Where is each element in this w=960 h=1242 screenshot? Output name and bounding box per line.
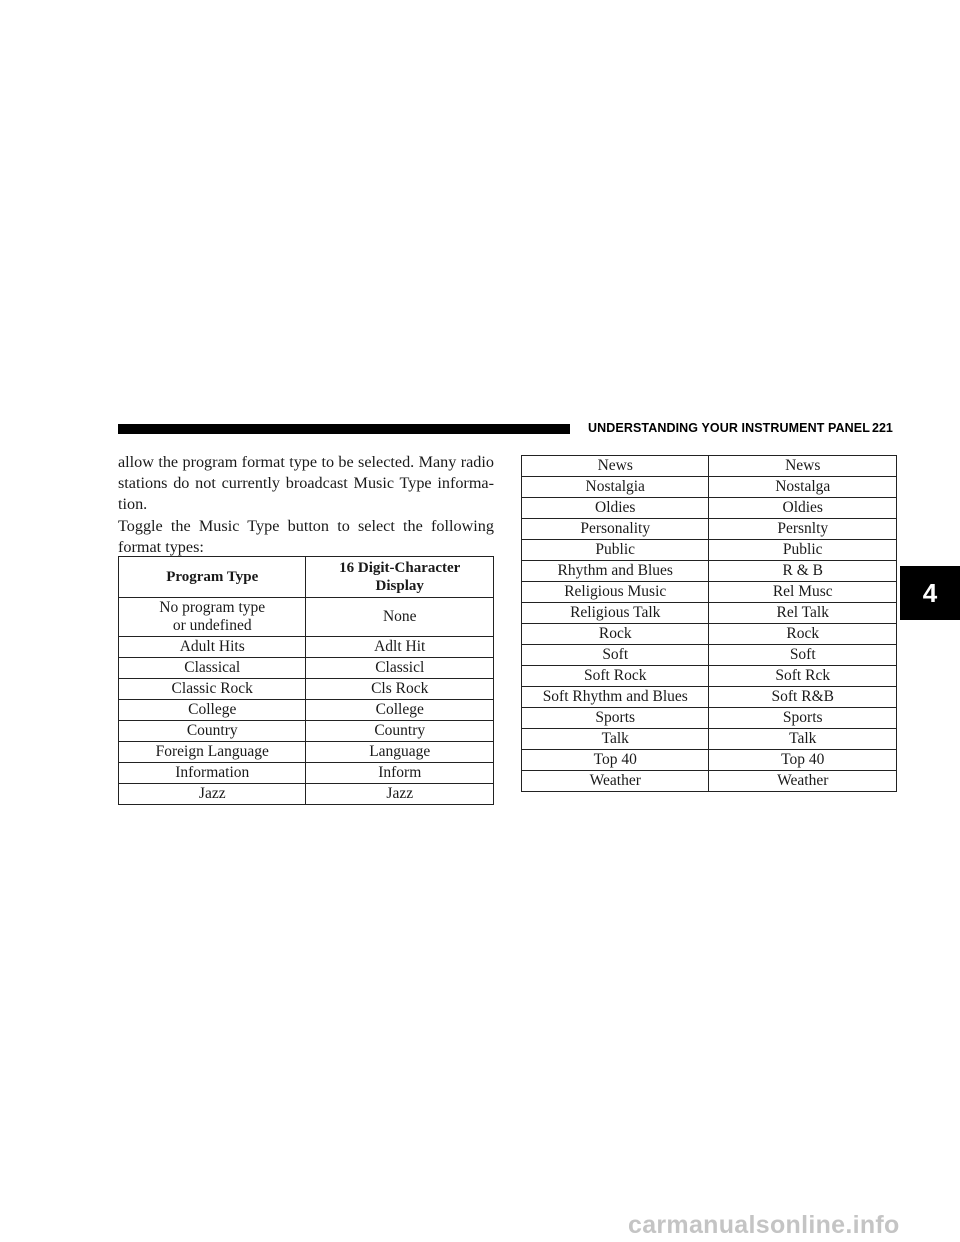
column-header-program-type: Program Type (117, 556, 307, 598)
display-text-cell: Soft R&B (708, 686, 897, 708)
display-text-cell: Talk (708, 728, 897, 750)
program-type-cell: College (117, 699, 307, 721)
program-type-cell: Oldies (520, 497, 710, 519)
display-text-cell: Adlt Hit (305, 636, 494, 658)
program-type-cell: Rock (520, 623, 710, 645)
display-text-cell: Cls Rock (305, 678, 494, 700)
display-text-cell: Public (708, 539, 897, 561)
text-line: Toggle the Music Type button to select t… (118, 517, 494, 535)
display-text-cell: None (305, 597, 494, 637)
program-type-cell: Nostalgia (520, 476, 710, 498)
program-type-cell: Adult Hits (117, 636, 307, 658)
display-text-cell: Nostalga (708, 476, 897, 498)
display-text-cell: R & B (708, 560, 897, 582)
program-type-cell: Foreign Language (117, 741, 307, 763)
program-type-cell: Soft Rhythm and Blues (520, 686, 710, 708)
program-type-cell: Top 40 (520, 749, 710, 771)
program-type-cell: News (520, 455, 710, 477)
program-type-cell: Rhythm and Blues (520, 560, 710, 582)
display-text-cell: Classicl (305, 657, 494, 679)
display-text-cell: Sports (708, 707, 897, 729)
table-row: No program type or undefined None (117, 597, 494, 637)
display-text-cell: Country (305, 720, 494, 742)
page-number: 221 (872, 421, 893, 435)
display-text-cell: Language (305, 741, 494, 763)
program-type-cell: Soft Rock (520, 665, 710, 687)
program-type-cell: Soft (520, 644, 710, 666)
column-header-display: 16 Digit-Character Display (305, 556, 494, 598)
text-line: tion. (118, 495, 148, 513)
chapter-tab: 4 (900, 566, 960, 620)
display-header-text: 16 Digit-Character Display (339, 560, 461, 594)
display-text-cell: Jazz (305, 783, 494, 805)
program-type-cell: Talk (520, 728, 710, 750)
program-type-cell: Country (117, 720, 307, 742)
display-text-cell: College (305, 699, 494, 721)
display-text-cell: Persnlty (708, 518, 897, 540)
header-rule (118, 424, 570, 434)
display-text-cell: Inform (305, 762, 494, 784)
program-type-cell: Classic Rock (117, 678, 307, 700)
watermark: carmanualsonline.info (628, 1211, 900, 1239)
program-type-cell: Classical (117, 657, 307, 679)
text-line: format types: (118, 538, 204, 556)
display-text-cell: Top 40 (708, 749, 897, 771)
display-text-cell: Oldies (708, 497, 897, 519)
display-text-cell: Rel Talk (708, 602, 897, 624)
display-text-cell: Rock (708, 623, 897, 645)
running-header-title: UNDERSTANDING YOUR INSTRUMENT PANEL (588, 421, 870, 435)
program-type-cell: Sports (520, 707, 710, 729)
program-type-cell: Personality (520, 518, 710, 540)
program-type-cell: Public (520, 539, 710, 561)
intro-paragraph: allow the program format type to be sele… (118, 452, 494, 515)
program-type-text: No program type or undefined (159, 599, 266, 634)
display-text-cell: Soft (708, 644, 897, 666)
display-text-cell: Weather (708, 770, 897, 792)
program-type-table-part-1: Program Type 16 Digit-Character Display … (117, 556, 494, 805)
program-type-cell: Weather (520, 770, 710, 792)
table-header-row: Program Type 16 Digit-Character Display (117, 556, 494, 598)
display-text-cell: Rel Musc (708, 581, 897, 603)
program-type-cell: Information (117, 762, 307, 784)
text-line: allow the program format type to be sele… (118, 453, 494, 471)
text-line: stations do not currently broadcast Musi… (118, 474, 494, 492)
program-type-cell: Religious Talk (520, 602, 710, 624)
program-type-cell: Religious Music (520, 581, 710, 603)
display-text-cell: Soft Rck (708, 665, 897, 687)
display-text-cell: News (708, 455, 897, 477)
program-type-cell: No program type or undefined (117, 597, 307, 637)
program-type-cell: Jazz (117, 783, 307, 805)
toggle-instruction-paragraph: Toggle the Music Type button to select t… (118, 516, 494, 558)
